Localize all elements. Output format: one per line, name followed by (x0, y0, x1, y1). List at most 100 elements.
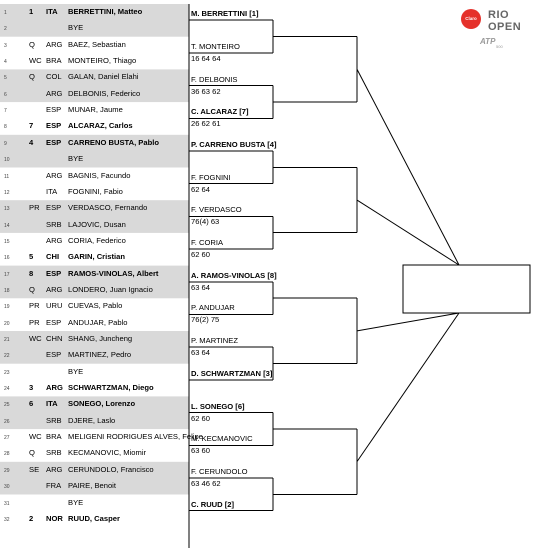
entry-seed: 1 (29, 7, 34, 16)
round2-score: 76(2) 75 (191, 315, 220, 325)
round2-winner: L. SONEGO [6] (191, 401, 245, 411)
entry-seed: WC (29, 334, 42, 343)
round2-winner: F. DELBONIS (191, 74, 238, 84)
entry-country: ARG (46, 383, 63, 393)
draw-line-number: 3 (4, 42, 7, 49)
round2-winner: D. SCHWARTZMAN [3] (191, 368, 273, 378)
entry-seed: 8 (29, 268, 34, 278)
entry-name: VERDASCO, Fernando (68, 203, 148, 213)
entry-country: ESP (46, 350, 62, 360)
entry-country: ARG (46, 284, 63, 294)
entry-name: MELIGENI RODRIGUES ALVES, Felipe (68, 432, 203, 442)
entry-seed: 6 (29, 399, 34, 409)
match-shade (0, 69, 189, 103)
draw-line-number: 6 (4, 91, 7, 98)
entry-name: DJERE, Laslo (68, 415, 116, 425)
entry-name: SONEGO, Lorenzo (68, 399, 136, 409)
entry-seed: PR (29, 317, 40, 327)
atp-level: 500 (496, 44, 503, 49)
bracket-line (356, 312, 460, 332)
entry-name: FOGNINI, Fabio (68, 186, 123, 196)
entry-name: SCHWARTZMAN, Diego (68, 383, 154, 393)
entry-name: GARIN, Cristian (68, 252, 125, 262)
entry-seed: Q (29, 284, 35, 294)
draw-line-number: 28 (4, 451, 10, 458)
draw-line-number: 9 (4, 140, 7, 147)
round2-score: 63 64 (191, 348, 211, 358)
round2-score: 36 63 62 (191, 86, 221, 96)
entry-name: BAEZ, Sebastian (68, 39, 126, 49)
round2-winner: P. ANDUJAR (191, 303, 235, 313)
entry-country: COL (46, 72, 62, 82)
match-shade (0, 134, 189, 168)
draw-line-number: 17 (4, 271, 10, 278)
draw-line-number: 10 (4, 157, 10, 164)
entry-country: CHI (46, 252, 60, 262)
entry-country: URU (46, 301, 63, 311)
entry-name: PAIRE, Benoit (68, 481, 116, 491)
entry-name: CARRENO BUSTA, Pablo (68, 137, 159, 147)
draw-line-number: 18 (4, 287, 10, 294)
tournament-logo-rio: RIO (488, 9, 510, 21)
draw-line-number: 32 (4, 516, 10, 523)
draw-line-number: 13 (4, 206, 10, 213)
entry-country: SRB (46, 219, 62, 229)
entry-country: ARG (46, 464, 63, 474)
round2-score: 16 64 64 (191, 53, 221, 63)
draw-line-number: 23 (4, 369, 10, 376)
entry-country: ITA (46, 399, 58, 409)
bracket-line (356, 312, 460, 462)
entry-seed: WC (29, 56, 42, 66)
draw-line-number: 30 (4, 484, 10, 491)
entry-country: ESP (46, 317, 62, 327)
round2-score: 26 62 61 (191, 119, 221, 129)
round2-winner: C. ALCARAZ [7] (191, 107, 249, 117)
tournament-logo-open: OPEN (488, 21, 522, 33)
entry-seed: 3 (29, 383, 34, 393)
atp-logo: ATP (480, 37, 496, 46)
draw-line-number: 4 (4, 59, 7, 66)
bracket-line (356, 199, 460, 266)
draw-line-number: 26 (4, 418, 10, 425)
entry-country: ESP (46, 268, 62, 278)
entry-seed: 7 (29, 121, 34, 131)
draw-line-number: 21 (4, 337, 10, 343)
match-shade (0, 265, 189, 299)
round2-winner: F. CORIA (191, 238, 224, 248)
entry-name: RAMOS-VINOLAS, Albert (68, 268, 159, 278)
entry-name: MUNAR, Jaume (68, 105, 123, 115)
match-shade (0, 396, 189, 430)
draw-line-number: 25 (4, 402, 10, 409)
entry-name: KECMANOVIC, Miomir (68, 448, 147, 458)
round2-winner: P. CARRENO BUSTA [4] (191, 139, 277, 149)
draw-line-number: 7 (4, 108, 7, 115)
round2-winner: F. FOGNINI (191, 172, 231, 182)
draw-line-number: 11 (4, 173, 10, 180)
entry-seed: SE (29, 464, 40, 474)
draw-line-number: 16 (4, 255, 10, 262)
entry-name: CORIA, Federico (68, 235, 126, 245)
entry-country: ESP (46, 121, 62, 131)
entry-name: BYE (68, 366, 84, 376)
entry-name: RUUD, Casper (68, 513, 120, 523)
round2-score: 76(4) 63 (191, 217, 220, 227)
entry-name: LONDERO, Juan Ignacio (68, 284, 153, 294)
bracket-line (356, 68, 460, 266)
round2-winner: C. RUUD [2] (191, 499, 235, 509)
entry-country: ITA (46, 7, 58, 16)
round2-winner: M. KECMANOVIC (191, 434, 253, 444)
entry-name: MARTINEZ, Pedro (68, 350, 132, 360)
entry-seed: Q (29, 448, 35, 458)
champion-box (402, 264, 531, 314)
draw-line-number: 31 (4, 500, 10, 507)
entry-country: ARG (46, 88, 63, 98)
entry-country: ITA (46, 186, 58, 196)
entry-country: ARG (46, 235, 63, 245)
entry-country: NOR (46, 513, 63, 523)
draw-line-number: 2 (4, 26, 7, 33)
round2-score: 63 64 (191, 282, 211, 292)
match-shade (0, 200, 189, 233)
entry-country: SRB (46, 415, 62, 425)
round2-score: 62 60 (191, 413, 211, 423)
